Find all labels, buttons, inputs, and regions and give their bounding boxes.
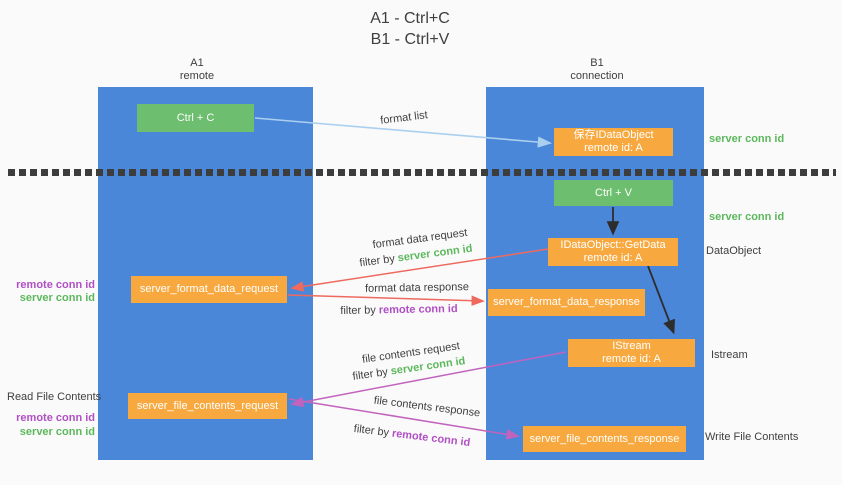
arrow-format-list [254,117,553,148]
node-idataobject-getdata-line2: remote id: A [583,252,643,264]
node-server-format-data-request: server_format_data_request [131,276,287,303]
node-save-idataobject-line2: remote id: A [584,142,643,154]
node-server-file-contents-request: server_file_contents_request [128,393,287,419]
arrow-file-contents-request [290,351,567,408]
annotation-remote-conn-id-left-1: remote conn id [16,279,95,291]
node-save-idataobject: 保存IDataObject remote id: A [554,128,673,156]
node-ctrl-v: Ctrl + V [554,180,673,206]
column-b-id: B1 [590,57,604,69]
arrow-file-contents-response [288,398,520,440]
node-server-format-data-response-label: server_format_data_response [493,296,640,308]
node-save-idataobject-line1: 保存IDataObject [573,129,654,141]
annotation-server-conn-id-left-1: server conn id [19,292,95,304]
annotation-istream: Istream [711,349,748,361]
annotation-server-conn-id-left-2: server conn id [19,426,95,438]
annotation-write-file-contents: Write File Contents [705,431,799,443]
node-ctrl-v-label: Ctrl + V [595,186,632,199]
node-idataobject-getdata: IDataObject::GetData remote id: A [548,238,678,266]
dotted-separator-line [8,169,836,176]
node-server-file-contents-response-label: server_file_contents_response [529,432,680,445]
node-istream-line2: remote id: A [602,353,661,365]
annotation-dataobject: DataObject [706,245,762,257]
annotation-server-conn-id-right-1: server conn id [709,133,785,145]
column-a-id: A1 [190,57,204,69]
node-ctrl-c-label: Ctrl + C [176,111,215,124]
arrow-format-data-request [290,248,549,292]
edge-label-format-data-response: format data response [364,281,470,295]
diagram-title: A1 - Ctrl+C B1 - Ctrl+V [310,8,510,50]
annotation-server-conn-id-right-2: server conn id [709,211,785,223]
filter-by-text-2: filter by [340,304,376,318]
node-server-format-data-request-label: server_format_data_request [139,283,279,295]
node-istream-line1: IStream [612,340,651,352]
node-istream: IStream remote id: A [568,339,695,367]
node-idataobject-getdata-line1: IDataObject::GetData [560,239,666,251]
title-line-1: A1 - Ctrl+C [370,10,450,27]
title-line-2: B1 - Ctrl+V [370,31,450,48]
node-ctrl-c: Ctrl + C [137,104,254,132]
annotation-read-file-contents: Read File Contents [7,391,102,403]
arrow-format-data-response [287,294,485,306]
column-b-subtitle: connection [570,70,624,82]
node-server-file-contents-request-label: server_file_contents_request [136,399,279,412]
filter-remote-conn-id-1: remote conn id [378,302,458,317]
annotation-remote-conn-id-left-2: remote conn id [16,412,95,424]
node-server-file-contents-response: server_file_contents_response [523,426,686,452]
column-a-subtitle: remote [179,70,215,82]
column-a-header: A1 remote [147,57,247,83]
arrow-getdata-to-istream [647,265,676,335]
column-b-header: B1 connection [547,57,647,83]
node-server-format-data-response: server_format_data_response [488,289,645,316]
